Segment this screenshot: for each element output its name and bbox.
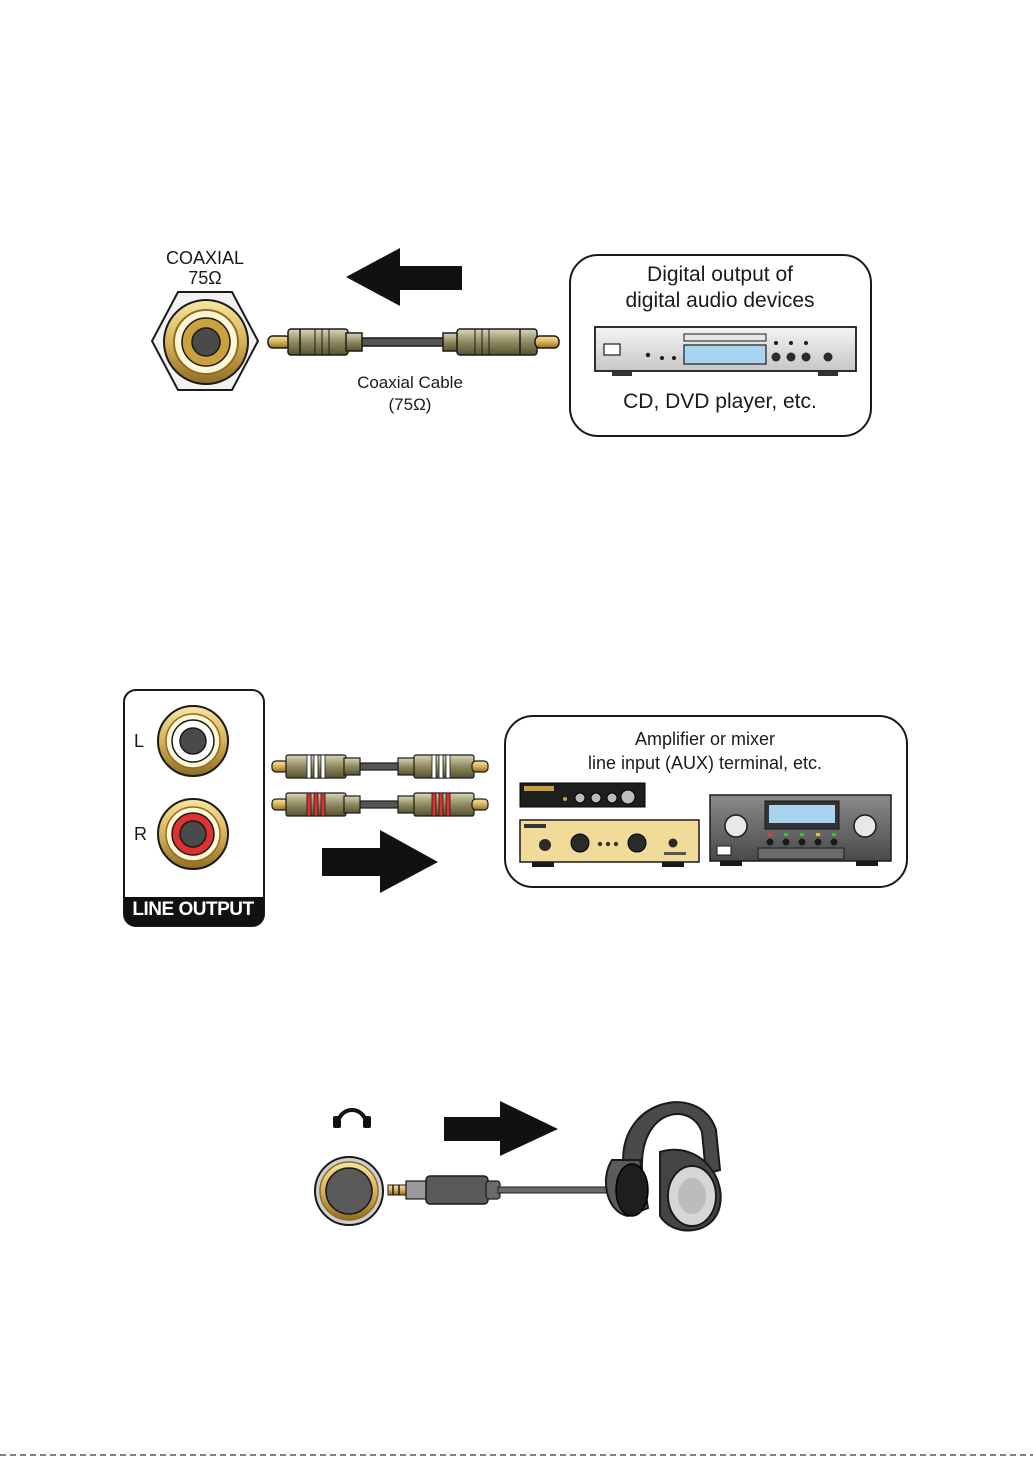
coaxial-label-line1: COAXIAL — [150, 248, 260, 268]
headphone-jack — [315, 1157, 383, 1225]
rca-cable-red — [272, 793, 488, 816]
arrow-right-icon — [322, 830, 438, 893]
amplifier-title-line1: Amplifier or mixer — [505, 727, 905, 751]
digital-device-title: Digital output of digital audio devices — [570, 262, 870, 314]
digital-device-title-line1: Digital output of — [570, 262, 870, 288]
coaxial-jack — [152, 292, 258, 390]
rca-jack-right — [158, 799, 228, 869]
arrow-right-icon-2 — [444, 1101, 558, 1156]
coaxial-cable — [268, 329, 559, 355]
amplifier-title: Amplifier or mixer line input (AUX) term… — [505, 727, 905, 775]
headphone-icon — [333, 1110, 371, 1128]
cable-label-line2: (75Ω) — [330, 394, 490, 416]
rack-unit-icon — [520, 783, 645, 807]
coaxial-label-line2: 75Ω — [150, 268, 260, 288]
cable-label-line1: Coaxial Cable — [330, 372, 490, 394]
coaxial-jack-label: COAXIAL 75Ω — [150, 248, 260, 288]
headphone-plug — [388, 1176, 616, 1204]
cd-player-icon — [595, 327, 856, 376]
line-output-label: LINE OUTPUT — [124, 898, 262, 922]
amplifier-title-line2: line input (AUX) terminal, etc. — [505, 751, 905, 775]
dark-amplifier-icon — [710, 795, 891, 866]
coaxial-cable-label: Coaxial Cable (75Ω) — [330, 372, 490, 416]
right-channel-label: R — [134, 824, 147, 845]
rca-cable-white — [272, 755, 488, 778]
arrow-left-icon — [346, 248, 462, 306]
digital-device-subtitle: CD, DVD player, etc. — [570, 390, 870, 414]
headphones-icon — [606, 1102, 721, 1230]
rca-jack-left — [158, 706, 228, 776]
digital-device-title-line2: digital audio devices — [570, 288, 870, 314]
left-channel-label: L — [134, 731, 144, 752]
gold-amplifier-icon — [520, 820, 699, 867]
